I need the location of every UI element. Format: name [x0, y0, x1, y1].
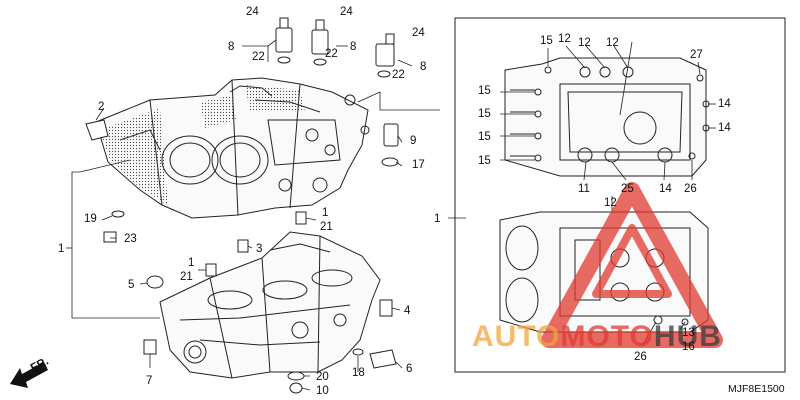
callout-r26a: 26: [684, 183, 697, 195]
callout-c8b: 8: [350, 41, 356, 53]
bolt-part-24a: [279, 17, 289, 29]
plug-part-10: [289, 382, 303, 394]
lower-crankcase: [159, 231, 381, 379]
gasket-surface-dots: [100, 85, 305, 205]
callout-r14b: 14: [718, 122, 731, 134]
callout-c8c: 8: [420, 61, 426, 73]
callout-c3: 3: [256, 243, 262, 255]
callout-c10: 10: [316, 385, 329, 397]
watermark-text-1: AUTO: [472, 320, 560, 353]
callout-c22b: 22: [325, 48, 338, 60]
callout-c5: 5: [128, 279, 134, 291]
callout-r26b: 26: [634, 351, 647, 363]
callout-r12d: 12: [604, 197, 617, 209]
diagram-code: MJF8E1500: [728, 383, 785, 395]
callout-c24b: 24: [340, 6, 353, 18]
callout-c20: 20: [316, 371, 329, 383]
callout-c19: 19: [84, 213, 97, 225]
callout-c17: 17: [412, 159, 425, 171]
sensor-part-6: [369, 349, 397, 369]
callout-r11: 11: [578, 183, 590, 195]
bolt-part-24c: [385, 33, 395, 45]
callout-c6: 6: [406, 363, 412, 375]
collar-part-4: [379, 299, 393, 317]
detail-box: [454, 17, 786, 373]
leader-lines-right: [448, 41, 716, 347]
callout-c21a: 21: [320, 221, 333, 233]
callout-c8a: 8: [228, 41, 234, 53]
callout-r14a: 14: [718, 98, 731, 110]
callout-c9: 9: [410, 135, 416, 147]
bolt-part-24b: [315, 19, 325, 31]
front-label: FR.: [29, 355, 51, 374]
oring-part-22a: [277, 56, 291, 64]
watermark-text-2: MOTO: [560, 320, 653, 353]
small-parts: [85, 17, 399, 394]
sensor-part-8a: [275, 27, 293, 53]
oring-part-22b: [313, 58, 327, 66]
front-direction: FR.: [10, 355, 51, 388]
watermark-inner-triangle-icon: [592, 224, 672, 298]
callout-r12a: 12: [558, 33, 571, 45]
cap-part-5: [146, 275, 164, 289]
callout-c4: 4: [404, 305, 411, 317]
callout-r15e: 15: [478, 155, 491, 167]
callout-c1a: 1: [322, 207, 328, 219]
bracket-part-2: [85, 119, 109, 141]
callouts-right: 15 12 12 12 27 15 15 15 15 14 14 11 25 14 26 12 1 13 16 26: [434, 33, 731, 363]
callout-c18: 18: [352, 367, 365, 379]
washer-part-20: [287, 371, 305, 381]
callout-r15a: 15: [540, 35, 553, 47]
callout-c2: 2: [98, 101, 104, 113]
callout-r27: 27: [690, 49, 703, 61]
svg-text:AUTOMOTOHUB: AUTOMOTOHUB: [472, 320, 722, 353]
callout-r13: 13: [682, 327, 695, 339]
oring-part-22c: [377, 70, 391, 78]
watermark-triangle-icon: [541, 182, 723, 348]
dowel-part-3: [237, 239, 249, 253]
switch-part-9: [383, 123, 399, 147]
callout-c1left: 1: [58, 243, 64, 255]
callout-r12b: 12: [578, 37, 591, 49]
callout-r15b: 15: [478, 85, 491, 97]
washer-part-18: [352, 348, 364, 356]
callout-c21b: 21: [180, 271, 193, 283]
callout-c22a: 22: [252, 51, 265, 63]
watermark: AUTOMOTOHUB: [472, 182, 723, 353]
washer-part-17: [381, 157, 399, 167]
callout-r14c: 14: [659, 183, 672, 195]
sensor-part-8c: [375, 43, 395, 67]
callout-c23: 23: [124, 233, 137, 245]
dowel-part-21a: [295, 211, 307, 225]
callout-r15c: 15: [478, 108, 491, 120]
front-arrow-icon: [10, 362, 48, 388]
washer-part-19: [111, 210, 125, 218]
callout-c24c: 24: [412, 27, 425, 39]
callout-c7: 7: [146, 375, 152, 387]
callout-c24a: 24: [246, 6, 259, 18]
callout-c22c: 22: [392, 69, 405, 81]
upper-case-view: [504, 57, 710, 177]
bolt-part-23: [103, 231, 117, 243]
sensor-part-7: [143, 339, 157, 355]
callout-r25: 25: [621, 183, 634, 195]
callout-c1b: 1: [188, 257, 194, 269]
callout-r16: 16: [682, 341, 695, 353]
callout-r12c: 12: [606, 37, 619, 49]
callout-r1: 1: [434, 213, 440, 225]
watermark-text-3: HUB: [654, 320, 722, 353]
dowel-part-21b: [205, 263, 217, 277]
callout-r15d: 15: [478, 131, 491, 143]
leader-lines-left: [66, 39, 440, 391]
